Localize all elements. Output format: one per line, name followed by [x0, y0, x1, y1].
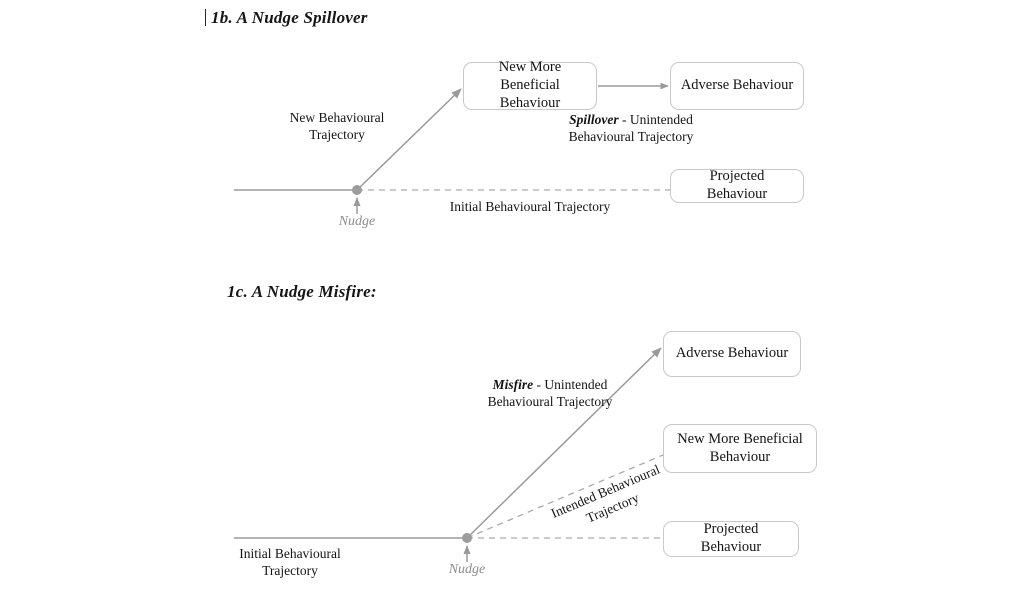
panel1c-label-initial-behavioural-trajectory: Initial Behavioural Trajectory — [239, 546, 341, 578]
panel1c-node-new-more-beneficial-behaviour[interactable]: New More Beneficial Behaviour — [663, 424, 817, 473]
spillover-emphasis: Spillover — [569, 112, 619, 127]
panel1c-label-misfire: Misfire - Unintended Behavioural Traject… — [455, 377, 645, 411]
node-label: New More Beneficial Behaviour — [498, 59, 562, 111]
panel-1c-title-text: 1c. A Nudge Misfire: — [227, 282, 377, 301]
node-label: Adverse Behaviour — [680, 77, 794, 94]
panel-1c-title: 1c. A Nudge Misfire: — [227, 282, 377, 302]
panel1b-node-new-more-beneficial-behaviour[interactable]: New More Beneficial Behaviour — [463, 59, 597, 111]
panel-1b-title: 1b. A Nudge Spillover — [205, 8, 368, 28]
panel1c-node-adverse-behaviour[interactable]: Adverse Behaviour — [663, 331, 801, 377]
spillover-rest: - Unintended — [618, 112, 693, 127]
panel1b-label-new-behavioural-trajectory: New Behavioural Trajectory — [289, 110, 385, 142]
node-label: Adverse Behaviour — [675, 345, 789, 362]
misfire-emphasis: Misfire — [492, 377, 534, 392]
panel1b-nudge-point — [352, 185, 362, 195]
panel1b-label-initial-behavioural-trajectory: Initial Behavioural Trajectory — [449, 199, 611, 214]
panel1b-node-projected-behaviour[interactable]: Projected Behaviour — [670, 168, 804, 203]
panel1b-label-spillover: Spillover - Unintended Behavioural Traje… — [536, 112, 726, 146]
panel1b-new-trajectory-arrow — [356, 88, 462, 191]
panel1b-label-nudge: Nudge — [338, 214, 376, 229]
title-prefix-bar — [205, 9, 206, 26]
spillover-line2: Behavioural Trajectory — [568, 128, 694, 144]
misfire-line2: Behavioural Trajectory — [487, 393, 613, 409]
misfire-rest: - Unintended — [533, 377, 608, 392]
panel1c-misfire-arrow — [466, 347, 662, 539]
panel-1b-title-text: 1b. A Nudge Spillover — [211, 8, 368, 27]
node-label: Projected Behaviour — [706, 168, 768, 202]
node-label: New More Beneficial Behaviour — [677, 430, 803, 465]
node-label: Projected Behaviour — [700, 521, 762, 555]
panel1b-node-adverse-behaviour[interactable]: Adverse Behaviour — [670, 62, 804, 110]
panel1c-nudge-point — [462, 533, 472, 543]
panel1c-node-projected-behaviour[interactable]: Projected Behaviour — [663, 521, 799, 557]
panel1c-intended-dashed-line — [466, 454, 664, 539]
panel1c-label-nudge: Nudge — [448, 562, 486, 577]
